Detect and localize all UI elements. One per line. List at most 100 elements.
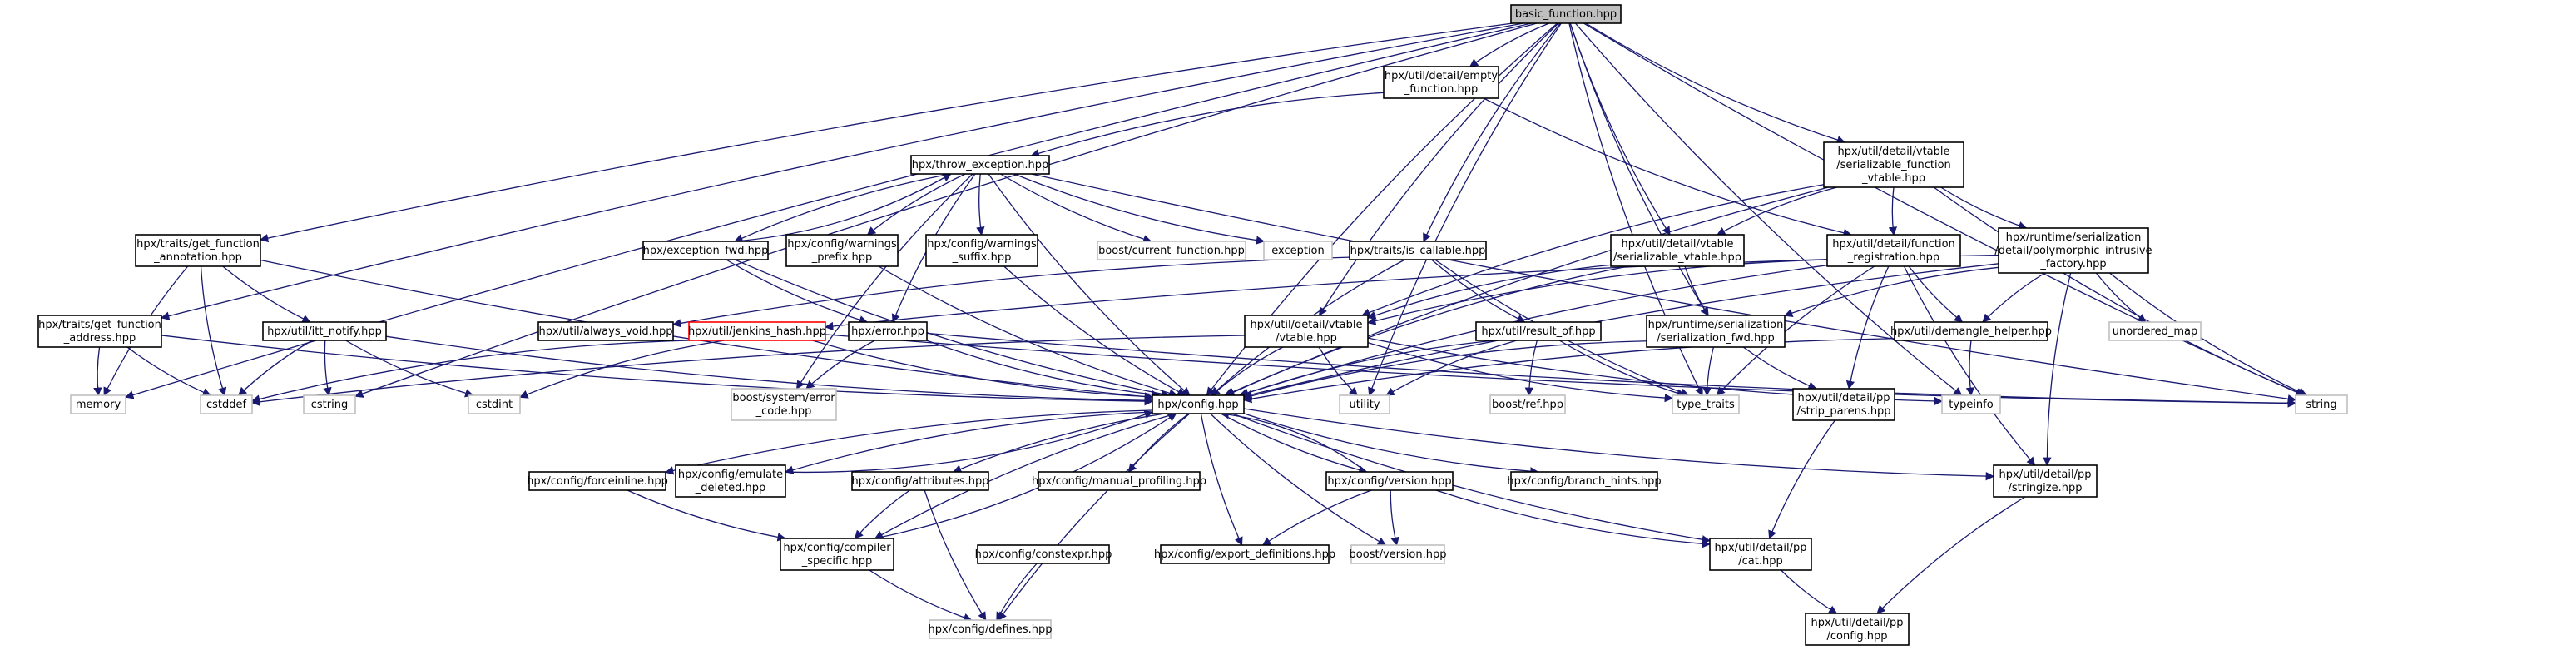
node-pp-config[interactable]: hpx/util/detail/pp/config.hpp: [1805, 613, 1910, 646]
node-box: [1805, 613, 1910, 646]
edge-warnings_suffix-to-config: [1003, 265, 1186, 396]
node-get-function-address[interactable]: hpx/traits/get_function_address.hpp: [37, 315, 162, 348]
node-label: hpx/util/always_void.hpp: [538, 325, 672, 338]
edge-error-to-string: [926, 332, 2297, 408]
node-box: [642, 241, 769, 260]
node-result-of[interactable]: hpx/util/result_of.hpp: [1475, 321, 1602, 341]
node-export-definitions[interactable]: hpx/config/export_definitions.hpp: [1154, 544, 1335, 564]
node-jenkins-hash[interactable]: hpx/util/jenkins_hash.hpp: [688, 321, 826, 341]
node-label: /config.hpp: [1826, 630, 1887, 643]
node-serializable-function-vtable[interactable]: hpx/util/detail/vtable/serializable_func…: [1823, 141, 1964, 188]
node-exception-fwd[interactable]: hpx/exception_fwd.hpp: [642, 241, 769, 260]
node-boost-version: boost/version.hpp: [1350, 544, 1446, 564]
edge-arrow: [323, 340, 332, 397]
node-label: cstring: [311, 399, 348, 411]
edge-function_registration-to-stringize: [1903, 265, 2036, 466]
edge-arrow: [345, 340, 474, 398]
edge-arrow: [976, 173, 985, 236]
node-attributes[interactable]: hpx/config/attributes.hpp: [851, 471, 989, 491]
node-box: [1160, 544, 1330, 564]
node-error[interactable]: hpx/error.hpp: [848, 321, 928, 341]
edge-arrow: [1784, 266, 1999, 318]
edge-serializable_vtable-to-vtable: [1367, 264, 1612, 320]
node-constexpr[interactable]: hpx/config/constexpr.hpp: [975, 544, 1112, 564]
node-pp-cat[interactable]: hpx/util/detail/pp/cat.hpp: [1709, 538, 1812, 571]
node-empty-function[interactable]: hpx/util/detail/empty_function.hpp: [1383, 66, 1499, 99]
edge-arrow: [988, 173, 1191, 396]
node-serialization-fwd[interactable]: hpx/runtime/serialization/serialization_…: [1646, 315, 1786, 348]
node-warnings-prefix[interactable]: hpx/config/warnings_prefix.hpp: [785, 234, 899, 267]
node-vtable[interactable]: hpx/util/detail/vtable/vtable.hpp: [1244, 315, 1369, 348]
node-manual-profiling[interactable]: hpx/config/manual_profiling.hpp: [1032, 471, 1206, 491]
node-throw-exception[interactable]: hpx/throw_exception.hpp: [910, 155, 1050, 175]
edge-arrow: [2043, 272, 2072, 467]
edge-polymorphic_intrusive_factory-to-demangle_helper: [1982, 272, 2046, 323]
node-stringize[interactable]: hpx/util/detail/pp/stringize.hpp: [1993, 464, 2098, 498]
node-box: [675, 464, 786, 498]
node-forceinline[interactable]: hpx/config/forceinline.hpp: [527, 471, 668, 491]
node-label: cstdint: [476, 399, 513, 411]
node-typeinfo: typeinfo: [1941, 394, 2001, 414]
node-get-function-annotation[interactable]: hpx/traits/get_function_annotation.hpp: [135, 234, 261, 267]
node-strip-parens[interactable]: hpx/util/detail/pp/strip_parens.hpp: [1792, 388, 1895, 421]
node-version[interactable]: hpx/config/version.hpp: [1325, 471, 1454, 491]
edge-throw_exception-to-warnings_prefix: [866, 173, 966, 236]
edge-arrow: [824, 254, 1999, 331]
node-label: string: [2306, 399, 2336, 411]
edge-is_callable-to-result_of: [1431, 259, 1526, 323]
node-box: [929, 619, 1052, 639]
node-label: hpx/util/detail/function: [1832, 238, 1955, 251]
node-box: [528, 471, 666, 491]
edge-basic_function-to-typeinfo: [1574, 22, 1963, 396]
node-box: [1672, 394, 1740, 414]
edge-arrow: [1702, 346, 1715, 397]
edge-arrow: [1003, 265, 1186, 396]
edge-serialization_fwd-to-type_traits: [1702, 346, 1715, 397]
node-serializable-vtable[interactable]: hpx/util/detail/vtable/serializable_vtab…: [1610, 234, 1745, 267]
node-polymorphic-intrusive-factory[interactable]: hpx/runtime/serialization/detail/polymor…: [1994, 227, 2152, 274]
node-box: [851, 471, 989, 491]
node-box: [537, 321, 674, 341]
node-box: [1993, 464, 2098, 498]
node-box: [262, 321, 387, 341]
node-function-registration[interactable]: hpx/util/detail/function_registration.hp…: [1826, 234, 1961, 267]
node-box: [1823, 141, 1964, 188]
edge-arrow: [1261, 489, 1372, 546]
node-basic-function[interactable]: basic_function.hpp: [1510, 4, 1622, 24]
edge-arrow: [161, 335, 1154, 406]
node-box: [1097, 241, 1246, 260]
node-warnings-suffix[interactable]: hpx/config/warnings_suffix.hpp: [925, 234, 1038, 267]
edge-arrow: [874, 413, 1177, 539]
node-branch-hints[interactable]: hpx/config/branch_hints.hpp: [1507, 471, 1662, 491]
node-label: hpx/config/warnings: [787, 238, 897, 251]
node-box: [2108, 321, 2202, 341]
edge-itt_notify-to-cstdint: [345, 340, 474, 398]
node-always-void[interactable]: hpx/util/always_void.hpp: [537, 321, 674, 341]
node-itt-notify[interactable]: hpx/util/itt_notify.hpp: [262, 321, 387, 341]
edge-throw_exception-to-string: [1031, 173, 2297, 404]
edge-arrow: [1583, 22, 2305, 396]
node-config[interactable]: hpx/config.hpp: [1152, 394, 1245, 414]
edge-throw_exception-to-exception: [1013, 173, 1266, 245]
edge-config-to-export_definitions: [1200, 413, 1243, 546]
node-compiler-specific[interactable]: hpx/config/compiler_specific.hpp: [780, 538, 894, 571]
edge-is_callable-to-always_void: [671, 256, 1350, 328]
edge-arrow: [1423, 22, 1561, 242]
node-label: cstddef: [206, 399, 247, 411]
edge-basic_function-to-serialization_fwd: [1569, 22, 1709, 316]
edge-arrow: [250, 340, 691, 404]
node-emulate-deleted[interactable]: hpx/config/emulate_deleted.hpp: [675, 464, 786, 498]
edge-arrow: [1903, 265, 2036, 466]
edge-arrow: [1558, 340, 1686, 398]
header-nodes: basic_function.hpp hpx/util/detail/empty_…: [37, 4, 2348, 646]
dependency-edges: [93, 22, 2308, 622]
node-demangle-helper[interactable]: hpx/util/demangle_helper.hpp: [1890, 321, 2052, 341]
node-is-callable[interactable]: hpx/traits/is_callable.hpp: [1349, 241, 1487, 260]
node-ref: boost/ref.hpp: [1489, 394, 1566, 414]
edge-arrow: [519, 340, 725, 399]
node-box: [37, 315, 162, 348]
node-label: memory: [76, 399, 121, 411]
edge-arrow: [1742, 346, 1817, 390]
node-box: [1826, 234, 1961, 267]
